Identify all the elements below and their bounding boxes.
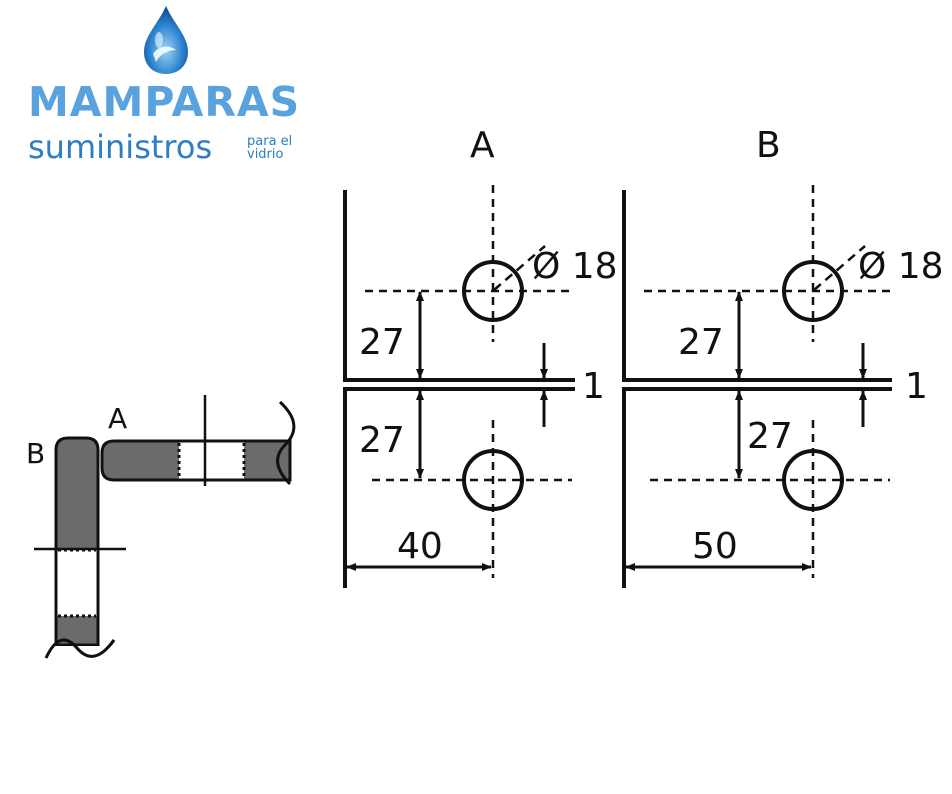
profile-bottom-a (343, 387, 575, 588)
hole-diameter-b: Ø 18 (858, 246, 944, 287)
water-drop-icon (144, 6, 188, 74)
brand-tagline-line1: para el (247, 134, 293, 149)
brand-subtitle: suministros (28, 128, 213, 166)
view-a: A Ø 18 27 27 1 40 (343, 125, 618, 588)
sketch-label-b: B (26, 437, 45, 470)
hole-top-b (782, 260, 844, 322)
hinge-sketch: B A (26, 395, 296, 676)
profile-top-a (343, 190, 575, 382)
view-b-title: B (756, 125, 781, 166)
brand-name: MAMPARAS (28, 78, 301, 126)
offset-top-a: 27 (359, 322, 405, 363)
profile-bottom-b (622, 387, 892, 588)
offset-bottom-a: 27 (359, 420, 405, 461)
gap-b: 1 (905, 366, 928, 407)
gap-a: 1 (582, 366, 605, 407)
view-b: B Ø 18 27 27 1 50 (622, 125, 944, 588)
width-a: 40 (397, 526, 443, 567)
sketch-label-a: A (108, 402, 127, 435)
view-a-title: A (470, 125, 495, 166)
profile-top-b (622, 190, 892, 382)
diameter-leader-a (493, 245, 546, 291)
offset-top-b: 27 (678, 322, 724, 363)
hole-top-a (462, 260, 524, 322)
brand-tagline-line2: vidrio (247, 147, 284, 162)
hole-bottom-b (782, 449, 844, 511)
hole-bottom-a (462, 449, 524, 511)
hole-cutout-b (57, 550, 97, 616)
brand-logo: MAMPARAS suministros para el vidrio (0, 0, 320, 175)
hole-cutout-a (179, 442, 244, 479)
hole-diameter-a: Ø 18 (532, 246, 618, 287)
break-line-a (276, 400, 296, 486)
offset-bottom-b: 27 (747, 416, 793, 457)
brand-tagline: para el vidrio (247, 135, 292, 161)
width-b: 50 (692, 526, 738, 567)
diameter-leader-b (813, 245, 866, 291)
